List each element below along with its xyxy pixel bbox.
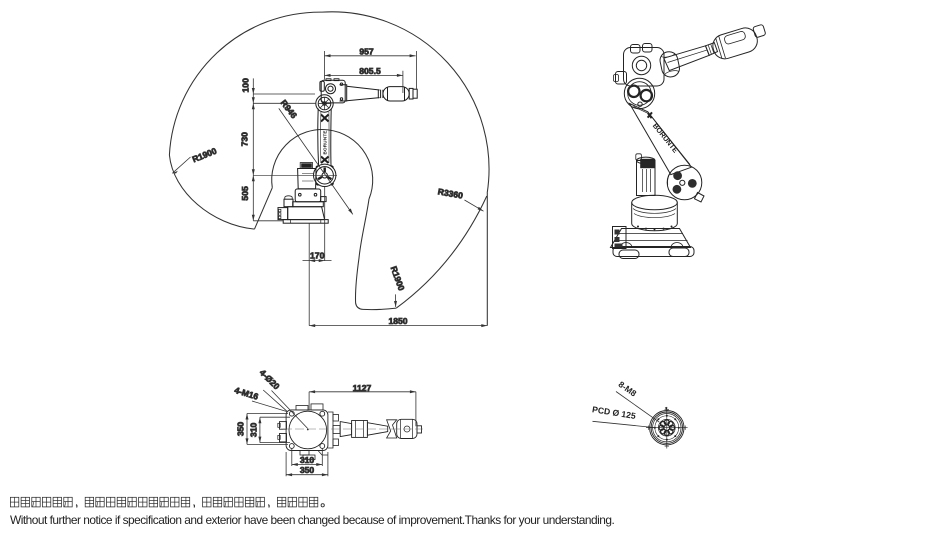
svg-text:1127: 1127 <box>353 383 372 393</box>
svg-text:4-Ø20: 4-Ø20 <box>258 367 282 391</box>
svg-text:730: 730 <box>240 132 250 147</box>
svg-text:310: 310 <box>300 455 315 465</box>
svg-text:310: 310 <box>248 423 258 438</box>
svg-text:PCD Ø 125: PCD Ø 125 <box>591 404 636 421</box>
svg-text:BORUNTE: BORUNTE <box>651 121 680 154</box>
svg-text:R3360: R3360 <box>437 186 464 200</box>
svg-text:505: 505 <box>240 186 250 201</box>
svg-text:1850: 1850 <box>388 316 407 326</box>
svg-text:350: 350 <box>300 465 315 475</box>
svg-text:R1900: R1900 <box>389 265 407 292</box>
svg-text:8-M8: 8-M8 <box>617 379 639 399</box>
svg-text:R946: R946 <box>279 98 300 121</box>
svg-text:957: 957 <box>359 46 374 56</box>
svg-text:4-M16: 4-M16 <box>233 385 259 402</box>
svg-text:R1900: R1900 <box>191 146 218 165</box>
svg-text:805.5: 805.5 <box>359 66 381 76</box>
svg-text:170: 170 <box>310 250 325 260</box>
svg-text:BORUNTE: BORUNTE <box>322 130 327 154</box>
svg-text:100: 100 <box>240 78 250 93</box>
svg-text:350: 350 <box>235 422 245 437</box>
